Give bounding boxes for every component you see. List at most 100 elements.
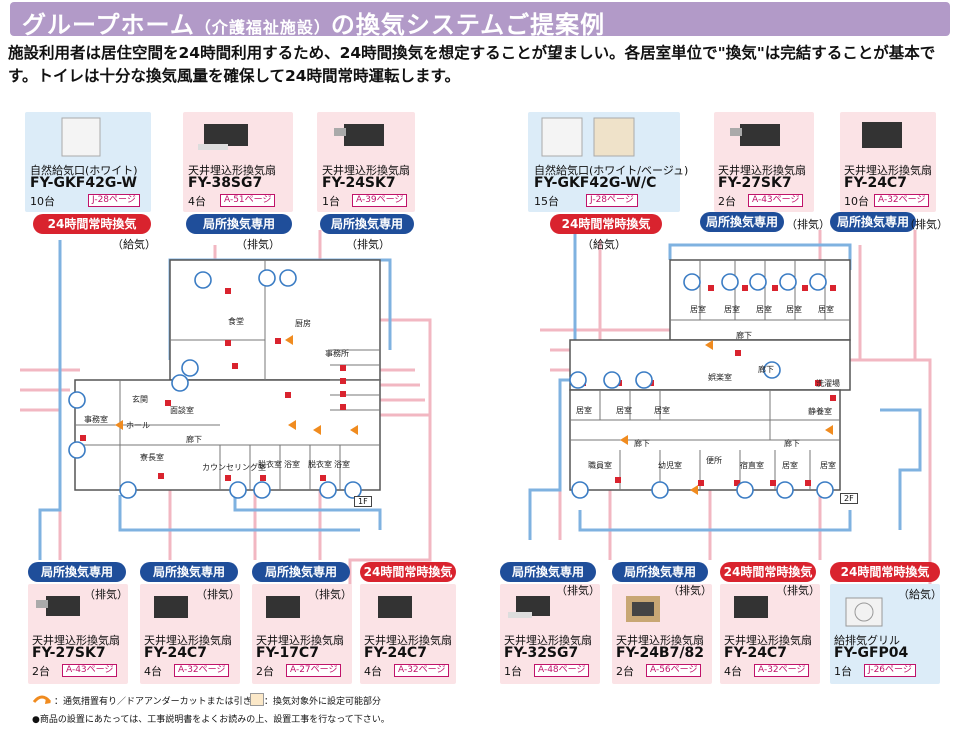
product-name: 自然給気口(ホワイト/ベージュ) [534,164,689,177]
footnote: ●商品の設置にあたっては、工事説明書をよくお読みの上、設置工事を行なって下さい。 [32,715,390,725]
product-model: FY-24C7 [724,645,787,661]
room-jimusho: 事務所 [325,349,349,358]
role-label: （給気） [898,588,942,601]
product-ref[interactable]: J-28ページ [586,194,638,207]
product-ref[interactable]: A-32ページ [174,664,230,677]
product-ref[interactable]: A-43ページ [748,194,804,207]
badge-24h: 24時間常時換気 [720,562,816,582]
product-ref[interactable]: A-43ページ [62,664,118,677]
role-label: （排気） [196,588,240,601]
product-image-fy-24c7 [154,596,188,618]
product-name: 天井埋込形換気扇 [504,634,592,647]
product-ref[interactable]: J-28ページ [88,194,140,207]
room-ryocho: 寮長室 [140,453,164,462]
room-seiyo: 静養室 [808,407,832,416]
product-ref[interactable]: A-32ページ [874,194,930,207]
product-name: 天井埋込形換気扇 [616,634,704,647]
product-name: 天井埋込形換気扇 [32,634,120,647]
product-model: FY-24C7 [364,645,427,661]
product-ref[interactable]: A-48ページ [534,664,590,677]
role-label: （排気） [308,588,352,601]
product-ref[interactable]: A-32ページ [394,664,450,677]
room-kyoshitsu: 居室 [782,461,798,470]
room-jimushitsu: 事務室 [84,415,108,424]
product-qty: 4台 [724,665,742,678]
page-title: グループホーム（介護福祉施設）の換気システムご提案例 [22,11,606,39]
product-name: 天井埋込形換気扇 [724,634,812,647]
room-kyoshitsu: 居室 [654,406,670,415]
product-image-fy-24c7 [734,596,768,618]
room-kyoshitsu: 居室 [820,461,836,470]
product-name: 自然給気口(ホワイト) [30,164,138,177]
room-roka: 廊下 [758,365,774,374]
role-label: （排気） [776,584,820,597]
room-hall: ホール [126,421,150,430]
badge-local: 局所換気専用 [500,562,596,582]
badge-local: 局所換気専用 [830,212,916,232]
product-ref[interactable]: A-27ページ [286,664,342,677]
room-genkan: 玄関 [132,395,148,404]
product-qty: 4台 [144,665,162,678]
product-model: FY-GFP04 [834,645,909,661]
product-model: FY-32SG7 [504,645,579,661]
room-kyoshitsu: 居室 [756,305,772,314]
role-label: （排気） [346,238,390,251]
product-name: 天井埋込形換気扇 [188,164,276,177]
room-goraku: 娯楽室 [708,373,732,382]
badge-local: 局所換気専用 [252,562,350,582]
product-name: 天井埋込形換気扇 [256,634,344,647]
role-label: （給気） [582,238,626,251]
product-image-fy-24b7 [626,596,660,622]
product-ref[interactable]: J-26ページ [864,664,916,677]
product-qty: 2台 [718,195,736,208]
product-image-fy-17c7 [266,596,300,618]
product-qty: 2台 [256,665,274,678]
badge-24h: 24時間常時換気 [360,562,456,582]
room-shokudo: 食堂 [228,317,244,326]
product-qty: 10台 [30,195,55,208]
room-roka: 廊下 [784,439,800,448]
room-sentaku: 洗濯場 [816,379,840,388]
product-model: FY-24SK7 [322,175,396,191]
product-ref[interactable]: A-51ページ [220,194,276,207]
product-qty: 1台 [834,665,852,678]
product-model: FY-27SK7 [32,645,106,661]
product-image-fy-24sk7 [334,124,384,146]
room-yoku2: 浴室 [334,460,350,469]
badge-24h: 24時間常時換気 [830,562,940,582]
room-menkai: 面談室 [170,406,194,415]
product-model: FY-38SG7 [188,175,263,191]
intro-text: 施設利用者は居住空間を24時間利用するため、24時間換気を想定することが望ましい… [8,44,936,85]
product-qty: 10台 [844,195,869,208]
product-image-fy-gfp04 [845,597,883,627]
badge-24h: 24時間常時換気 [33,214,151,234]
room-roka: 廊下 [634,439,650,448]
product-name: 天井埋込形換気扇 [322,164,410,177]
product-model: FY-27SK7 [718,175,792,191]
product-image-fy-gkf42g-w [61,117,101,157]
product-ref[interactable]: A-39ページ [352,194,408,207]
badge-local: 局所換気専用 [140,562,238,582]
product-qty: 15台 [534,195,559,208]
product-ref[interactable]: A-32ページ [754,664,810,677]
excluded-area-swatch-icon [250,693,264,706]
product-model: FY-GKF42G-W/C [534,175,657,191]
role-label: （排気） [84,588,128,601]
title-bar: グループホーム（介護福祉施設）の換気システムご提案例 [10,2,950,39]
badge-local: 局所換気専用 [186,214,292,234]
room-kyoshitsu: 居室 [616,406,632,415]
room-chubo: 厨房 [295,319,311,328]
floor1-label: 1F [354,496,372,507]
product-ref[interactable]: A-56ページ [646,664,702,677]
product-qty: 4台 [188,195,206,208]
product-qty: 2台 [616,665,634,678]
product-model: FY-24B7/82 [616,645,704,661]
room-kyoshitsu: 居室 [724,305,740,314]
badge-local: 局所換気専用 [700,212,784,232]
room-datsui2: 脱衣室 [308,460,332,469]
door-undercut-arrow-icon [32,695,52,704]
room-benjo: 便所 [706,456,722,465]
room-counseling: カウンセリング室 [202,463,266,472]
room-shukuchoku: 宿直室 [740,461,764,470]
room-yoji: 幼児室 [658,461,682,470]
